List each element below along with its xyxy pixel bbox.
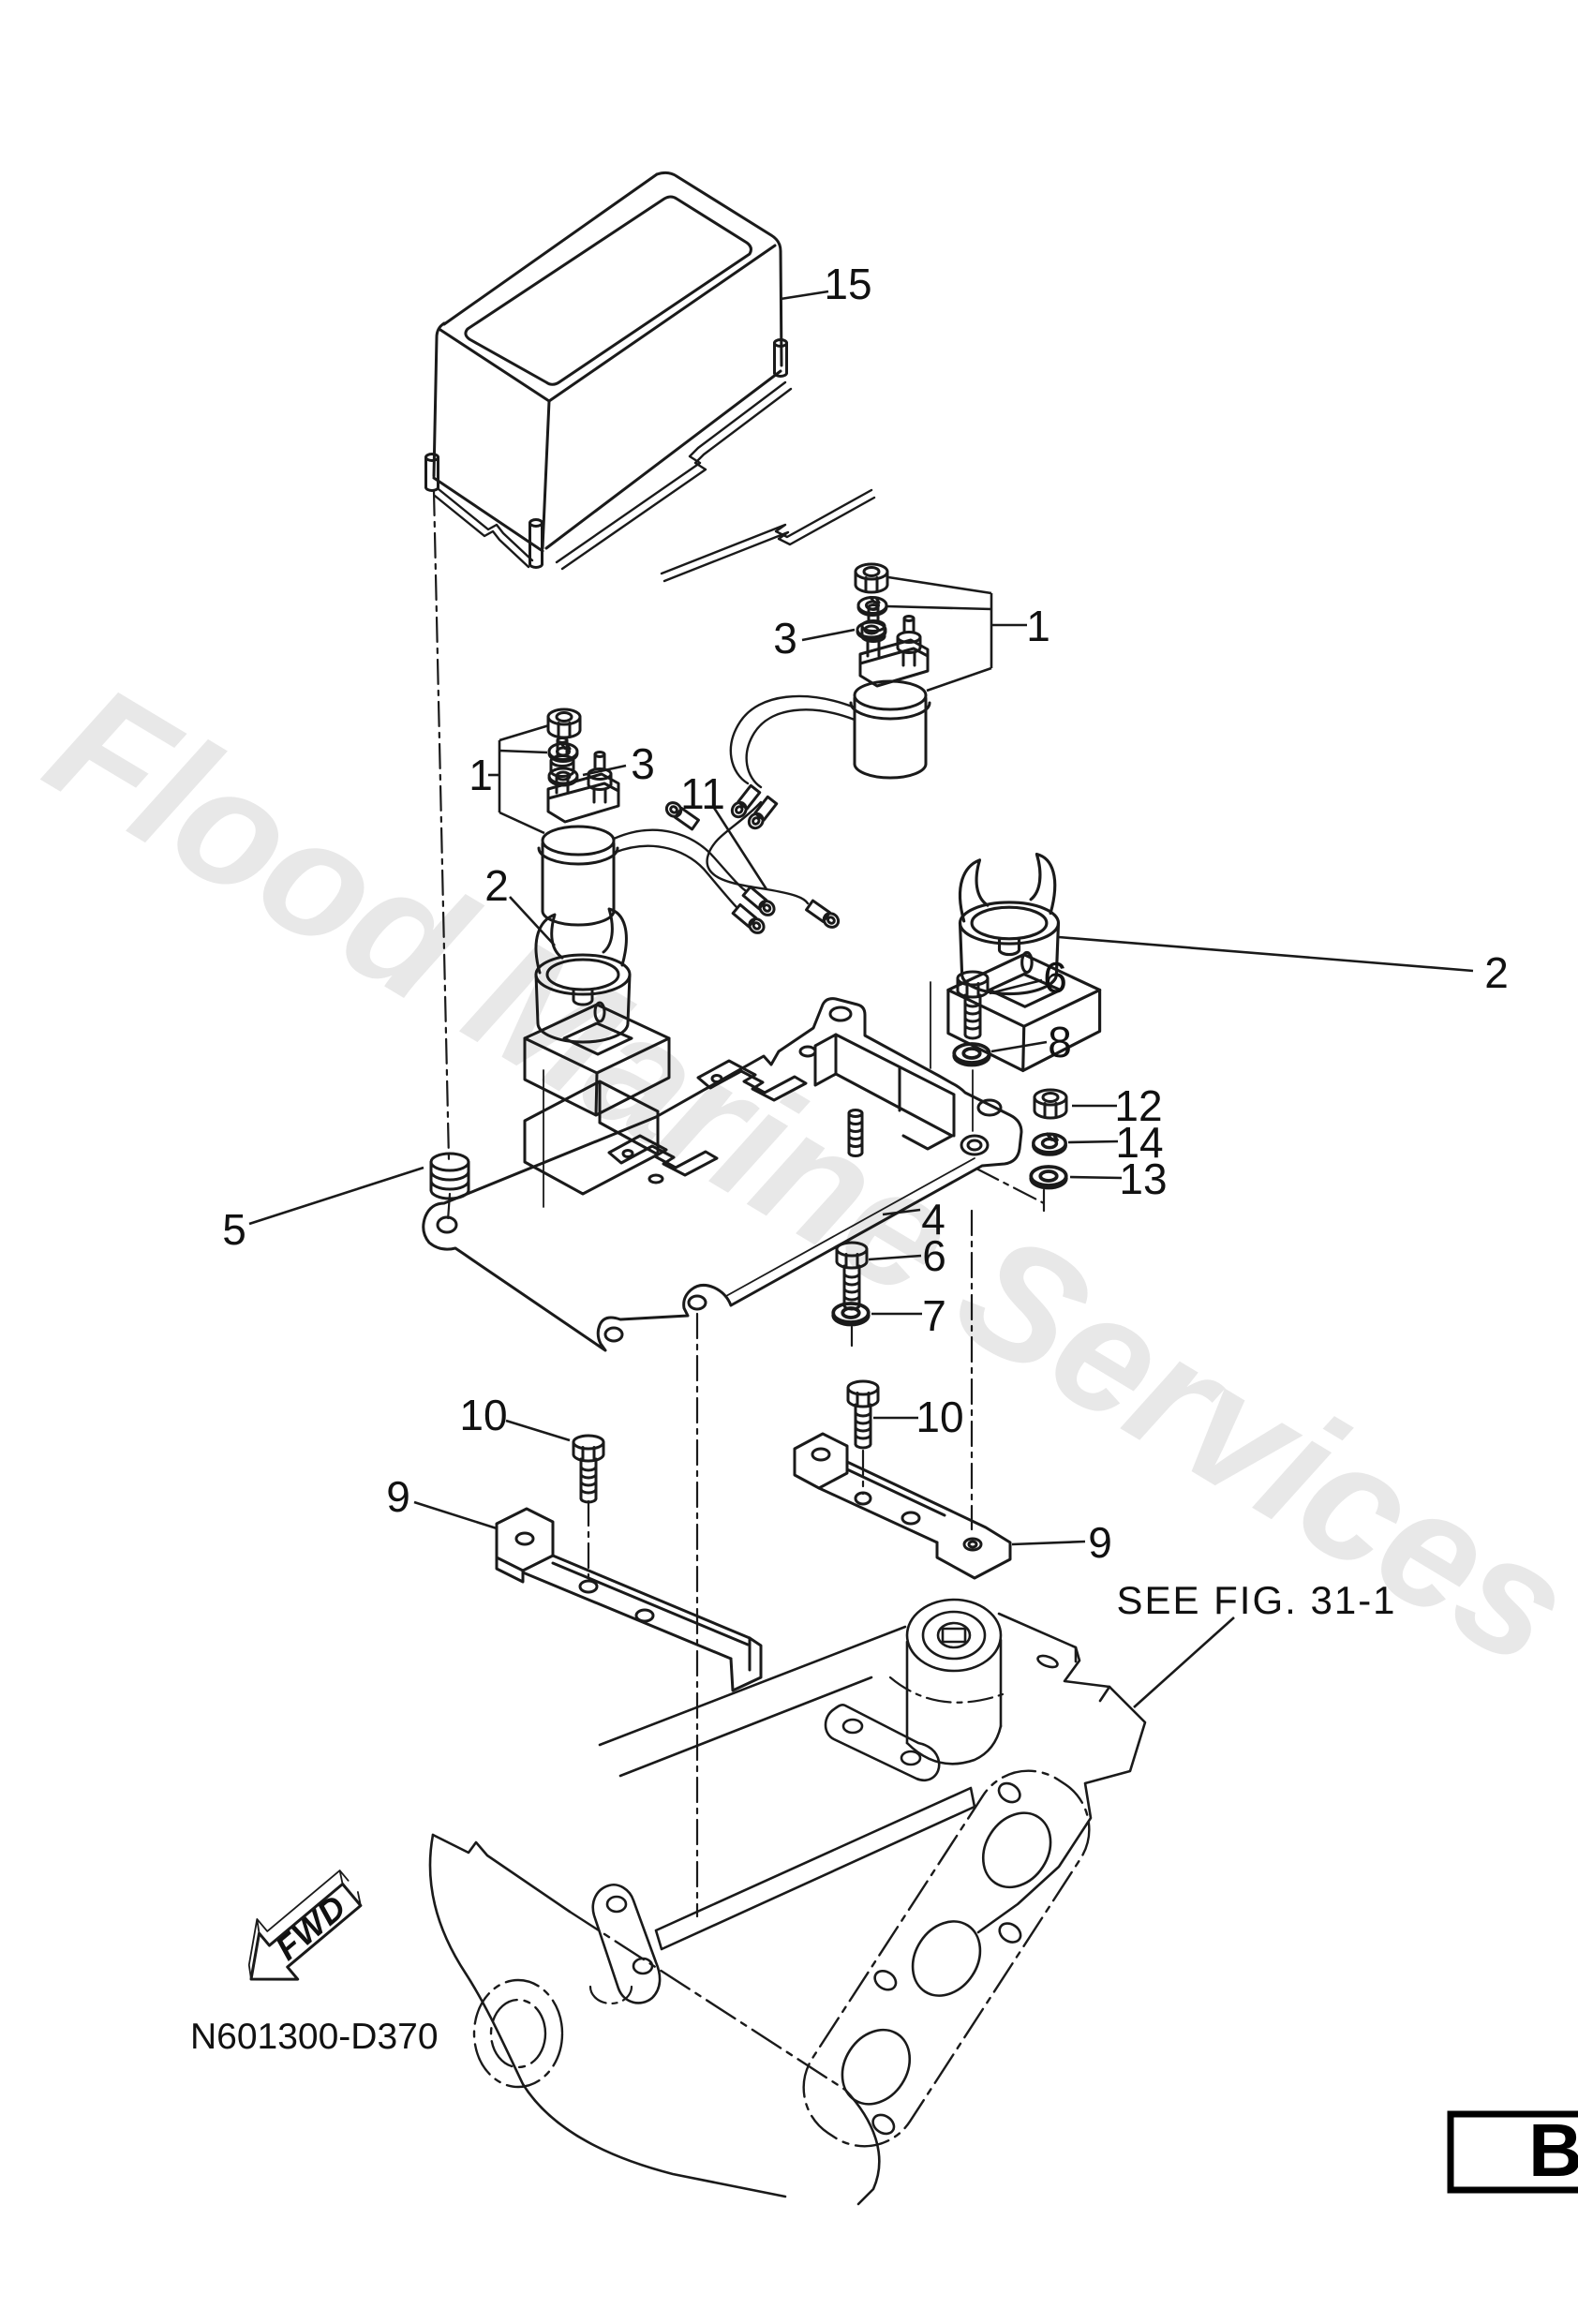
part-number-9: 9 [386, 1472, 410, 1521]
bolt-part-6-upper [956, 970, 990, 1040]
fold-indicator-line [975, 1167, 1046, 1213]
see-fig-note: SEE FIG. 31-1 [1116, 1578, 1396, 1622]
part-number-3: 3 [631, 739, 655, 788]
leader-line-part-2 [509, 896, 556, 946]
mount-bracket-left-part-9 [495, 1507, 763, 1692]
leader-line-part-8 [990, 1040, 1048, 1053]
page-index-letter: B [1528, 2108, 1578, 2192]
relay-cover-part-15 [424, 171, 876, 583]
starter-relay-left-part-1 [537, 708, 779, 938]
leader-line-part-2 [1058, 935, 1474, 973]
leader-line-part-5 [248, 1166, 424, 1226]
leader-line-part-1 [499, 749, 548, 754]
part-number-2: 2 [1484, 948, 1509, 997]
drawing-code: N601300-D370 [190, 2017, 439, 2057]
part-number-4: 4 [921, 1195, 945, 1244]
grommet-part-5 [429, 1152, 470, 1200]
starter-relay-right-part-1 [727, 562, 931, 833]
part-number-10: 10 [916, 1393, 963, 1441]
leader-line-part-1 [926, 666, 992, 693]
fwd-direction-arrow: FWD [247, 1870, 363, 1981]
leader-line-part-9 [413, 1500, 498, 1530]
centerline-left-lower [446, 1192, 452, 1222]
part-number-12: 12 [1114, 1081, 1162, 1130]
part-number-3: 3 [773, 614, 797, 663]
cover-pin [424, 338, 788, 569]
part-number-8: 8 [1048, 1018, 1072, 1066]
leader-line-part-1 [886, 604, 992, 611]
part-number-1: 1 [469, 751, 493, 799]
washer-part-8 [952, 1042, 991, 1067]
part-number-6: 6 [922, 1231, 946, 1280]
nut-part-12 [1033, 1088, 1068, 1120]
part-number-13: 13 [1119, 1155, 1167, 1203]
washer-part-13 [1029, 1165, 1068, 1190]
spring-washer-part-14 [1032, 1132, 1067, 1156]
page-index-box: B [1447, 2108, 1578, 2194]
leader-line-part-10 [505, 1419, 571, 1442]
watermark-text: Flood Marine Services [19, 648, 1578, 1700]
wire-harness-part-11 [662, 798, 843, 931]
part-number-14: 14 [1115, 1118, 1163, 1167]
part-number-1: 1 [1026, 602, 1050, 650]
leader-line-part-11 [712, 807, 768, 890]
leader-line-part-6 [989, 978, 1043, 995]
engine-bracket-assembly [428, 1598, 1147, 2206]
mount-bracket-right-part-9 [793, 1432, 1012, 1580]
leader-line-part-1 [499, 723, 550, 742]
electrical-bracket-part-4 [422, 997, 1023, 1352]
part-number-15: 15 [824, 260, 871, 308]
part-number-7: 7 [922, 1291, 946, 1340]
centerline-left [432, 489, 451, 1162]
leader-line-part-1 [499, 811, 545, 835]
leader-line-part-14 [1067, 1140, 1119, 1144]
part-number-11: 11 [680, 769, 725, 818]
part-number-6: 6 [1043, 953, 1067, 1002]
seal-ring [472, 1978, 564, 2089]
part-number-5: 5 [222, 1205, 246, 1254]
leader-line-part-1 [887, 575, 992, 595]
part-number-10: 10 [459, 1391, 507, 1439]
leader-line-part-9 [1011, 1540, 1086, 1546]
bolt-part-10-right [846, 1379, 880, 1450]
part-number-9: 9 [1088, 1518, 1112, 1567]
fwd-label: FWD [268, 1887, 353, 1968]
leader-line-part-15 [780, 290, 829, 301]
manifold-gasket [802, 1769, 1091, 2148]
leader-line-part-6 [868, 1254, 922, 1261]
leader-line-part-13 [1069, 1175, 1123, 1180]
leader-line-part-3 [582, 764, 627, 777]
see-fig-leader [1133, 1616, 1235, 1708]
bolt-part-10-left [572, 1434, 605, 1504]
part-number-2: 2 [484, 861, 509, 910]
leader-line-part-3 [801, 628, 856, 642]
leader-line-part-4 [882, 1208, 921, 1216]
